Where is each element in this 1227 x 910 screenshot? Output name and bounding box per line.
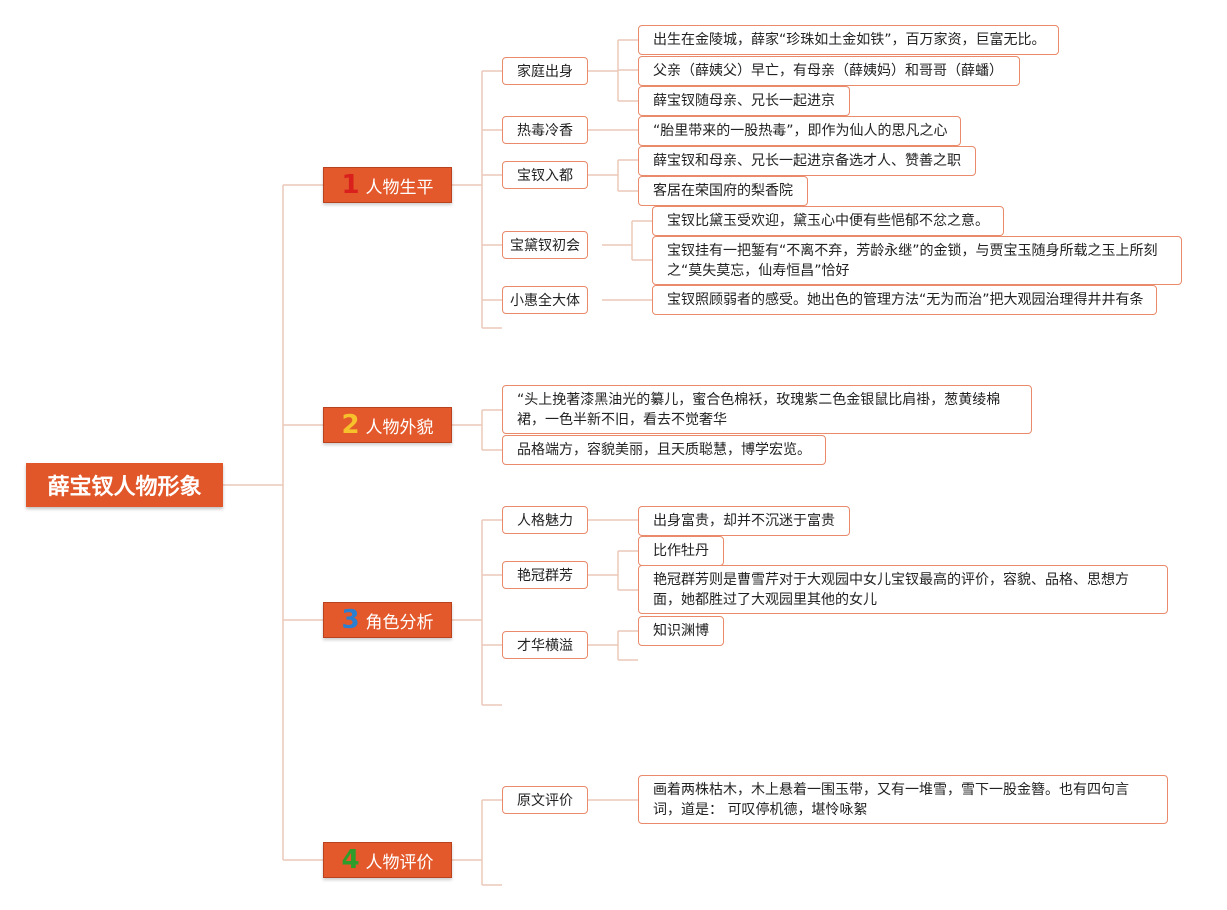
leaf-item[interactable]: 知识渊博 (638, 616, 724, 646)
leaf-item[interactable]: 画着两株枯木，木上悬着一围玉带，又有一堆雪，雪下一股金簪。也有四句言词，道是： … (638, 775, 1168, 824)
main-topic-label: 人物评价 (365, 852, 434, 873)
leaf-item[interactable]: 品格端方，容貌美丽，且天质聪慧，博学宏览。 (502, 435, 826, 465)
main-topic-label: 人物生平 (365, 177, 434, 198)
leaf-item[interactable]: “胎里带来的一股热毒”，即作为仙人的思凡之心 (638, 116, 961, 146)
number-icon-3: 3 (341, 605, 360, 635)
leaf-item[interactable]: 薛宝钗和母亲、兄长一起进京备选才人、赞善之职 (638, 146, 976, 176)
number-icon-4: 4 (341, 845, 360, 875)
leaf-item[interactable]: 比作牡丹 (638, 536, 724, 566)
leaf-item[interactable]: 父亲（薛姨父）早亡，有母亲（薛姨妈）和哥哥（薛蟠） (638, 56, 1020, 86)
subtopic-charm[interactable]: 人格魅力 (502, 506, 588, 534)
subtopic-first-meeting[interactable]: 宝黛钗初会 (502, 231, 588, 259)
subtopic-original-text[interactable]: 原文评价 (502, 786, 588, 814)
root-topic[interactable]: 薛宝钗人物形象 (26, 463, 223, 507)
subtopic-family[interactable]: 家庭出身 (502, 57, 588, 85)
main-topic-appearance[interactable]: 2 人物外貌 (323, 407, 452, 443)
main-topic-life[interactable]: 1 人物生平 (323, 167, 452, 203)
leaf-item[interactable]: 宝钗照顾弱者的感受。她出色的管理方法“无为而治”把大观园治理得井井有条 (652, 285, 1157, 315)
subtopic-talent[interactable]: 才华横溢 (502, 631, 588, 659)
leaf-item[interactable]: 宝钗比黛玉受欢迎，黛玉心中便有些悒郁不忿之意。 (652, 206, 1004, 236)
leaf-item[interactable]: 艳冠群芳则是曹雪芹对于大观园中女儿宝钗最高的评价，容貌、品格、思想方面，她都胜过… (638, 565, 1168, 614)
main-topic-label: 角色分析 (365, 612, 434, 633)
main-topic-label: 人物外貌 (365, 417, 434, 438)
leaf-item[interactable]: 出生在金陵城，薛家“珍珠如土金如铁”，百万家资，巨富无比。 (638, 25, 1059, 55)
leaf-item[interactable]: “头上挽著漆黑油光的纂儿，蜜合色棉袄，玫瑰紫二色金银鼠比肩褂，葱黄绫棉裙，一色半… (502, 385, 1032, 434)
subtopic-peony[interactable]: 艳冠群芳 (502, 561, 588, 589)
main-topic-analysis[interactable]: 3 角色分析 (323, 602, 452, 638)
leaf-item[interactable]: 宝钗挂有一把錾有“不离不弃，芳龄永继”的金锁，与贾宝玉随身所载之玉上所刻之“莫失… (652, 236, 1182, 285)
number-icon-1: 1 (341, 170, 360, 200)
main-topic-evaluation[interactable]: 4 人物评价 (323, 842, 452, 878)
leaf-item[interactable]: 薛宝钗随母亲、兄长一起进京 (638, 86, 850, 116)
subtopic-enter-capital[interactable]: 宝钗入都 (502, 161, 588, 189)
subtopic-heat-poison[interactable]: 热毒冷香 (502, 116, 588, 144)
subtopic-small-favors[interactable]: 小惠全大体 (502, 286, 588, 314)
number-icon-2: 2 (341, 410, 360, 440)
leaf-item[interactable]: 客居在荣国府的梨香院 (638, 176, 808, 206)
leaf-item[interactable]: 出身富贵，却并不沉迷于富贵 (638, 506, 850, 536)
